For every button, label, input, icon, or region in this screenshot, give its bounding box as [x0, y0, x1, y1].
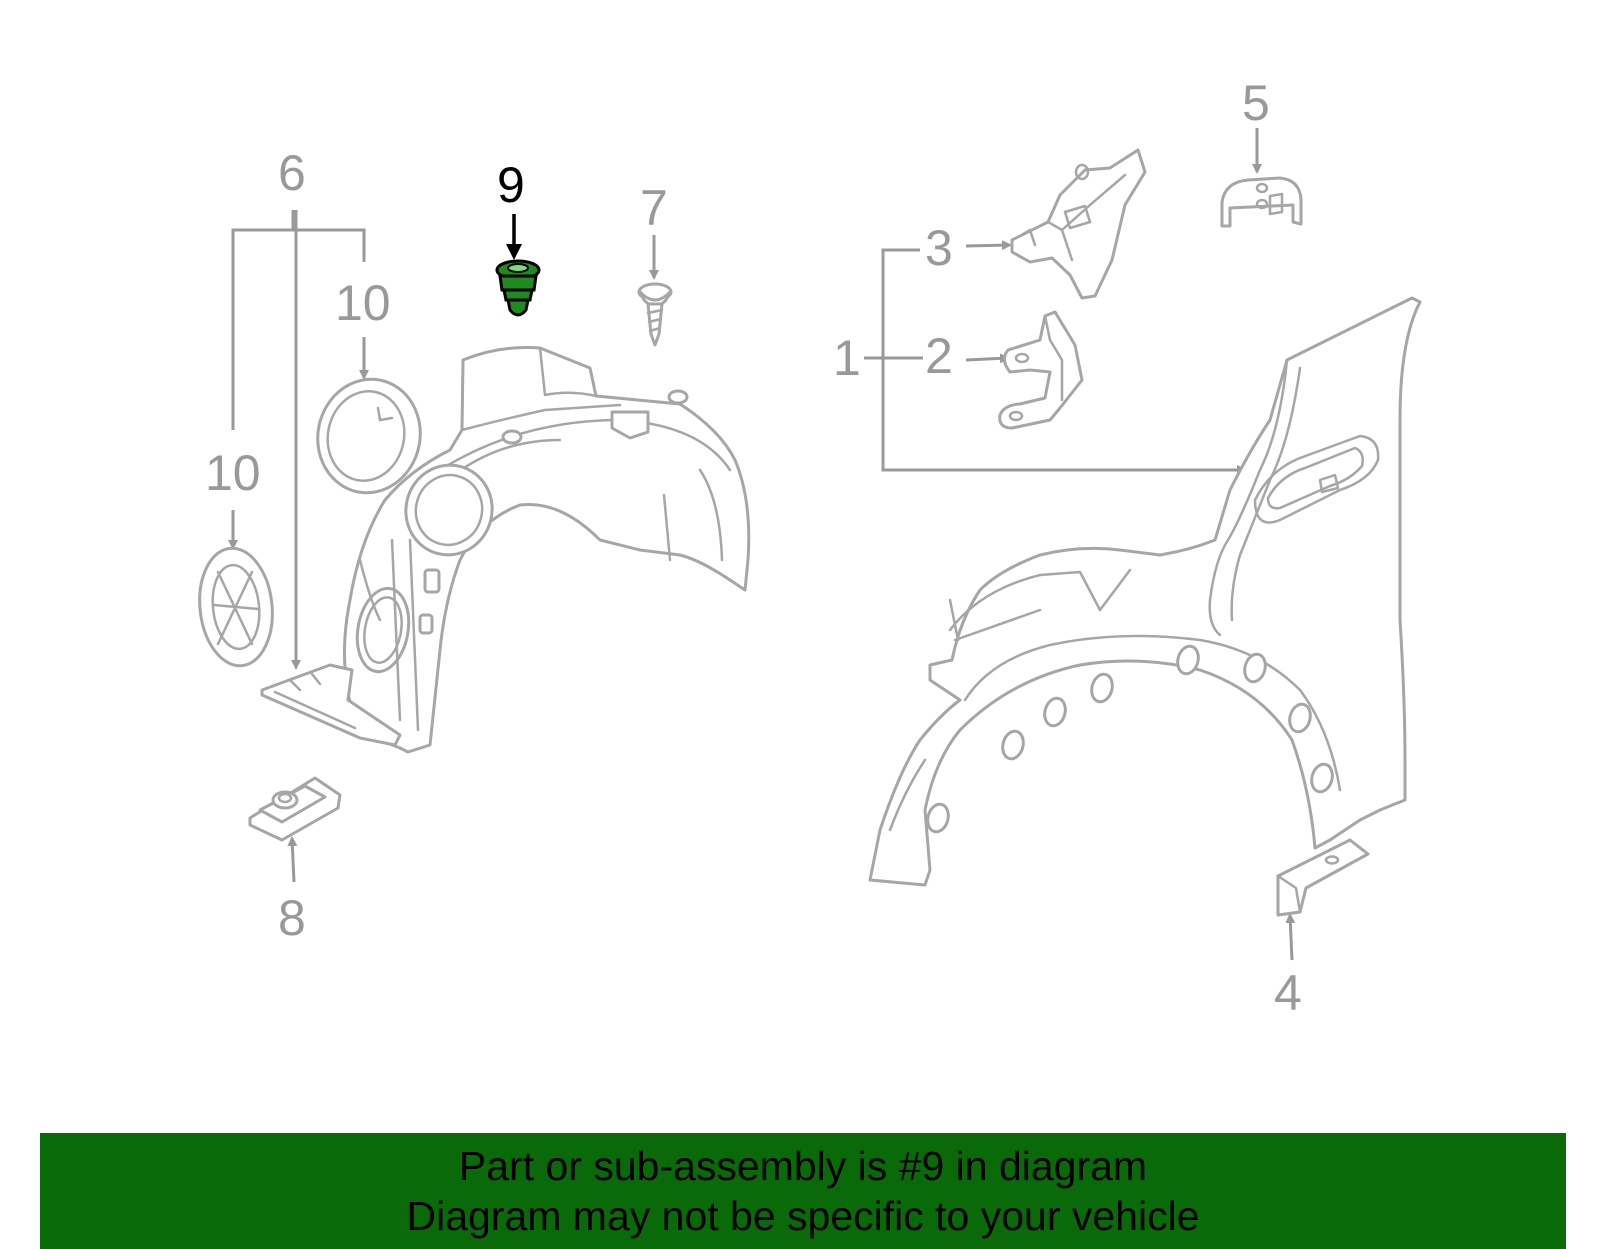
part-9-clip[interactable] [495, 259, 541, 317]
info-banner: Part or sub-assembly is #9 in diagram Di… [40, 1133, 1566, 1249]
parts-diagram: 6 9 7 5 3 2 1 10 10 8 4 [194, 75, 1422, 1021]
callout-7[interactable]: 7 [640, 180, 668, 236]
part-7-screw[interactable] [637, 282, 673, 347]
callout-10-upper[interactable]: 10 [335, 275, 391, 331]
part-1-front-fender[interactable] [868, 296, 1422, 887]
callout-2[interactable]: 2 [925, 328, 953, 384]
banner-line-1: Part or sub-assembly is #9 in diagram [458, 1143, 1148, 1189]
callout-5[interactable]: 5 [1242, 75, 1270, 131]
banner-line-2: Diagram may not be specific to your vehi… [406, 1193, 1200, 1239]
callout-10-lower[interactable]: 10 [205, 445, 261, 501]
part-8-clip-nut[interactable] [248, 776, 342, 842]
leader-lines [228, 128, 1296, 961]
part-10-grommet-lower[interactable] [194, 545, 278, 670]
part-4-lower-bracket[interactable] [1276, 838, 1370, 917]
callout-9[interactable]: 9 [497, 157, 525, 213]
part-6-wheel-arch-liner[interactable] [260, 346, 751, 754]
callout-4[interactable]: 4 [1274, 965, 1302, 1021]
part-5-bracket[interactable] [1220, 176, 1303, 228]
callout-3[interactable]: 3 [925, 220, 953, 276]
callout-6[interactable]: 6 [278, 145, 306, 201]
callout-1[interactable]: 1 [833, 330, 861, 386]
part-2-mid-bracket[interactable] [998, 310, 1084, 430]
part-3-upper-bracket[interactable] [1010, 148, 1147, 300]
callout-8[interactable]: 8 [278, 890, 306, 946]
part-10-plug-upper[interactable] [307, 370, 430, 503]
